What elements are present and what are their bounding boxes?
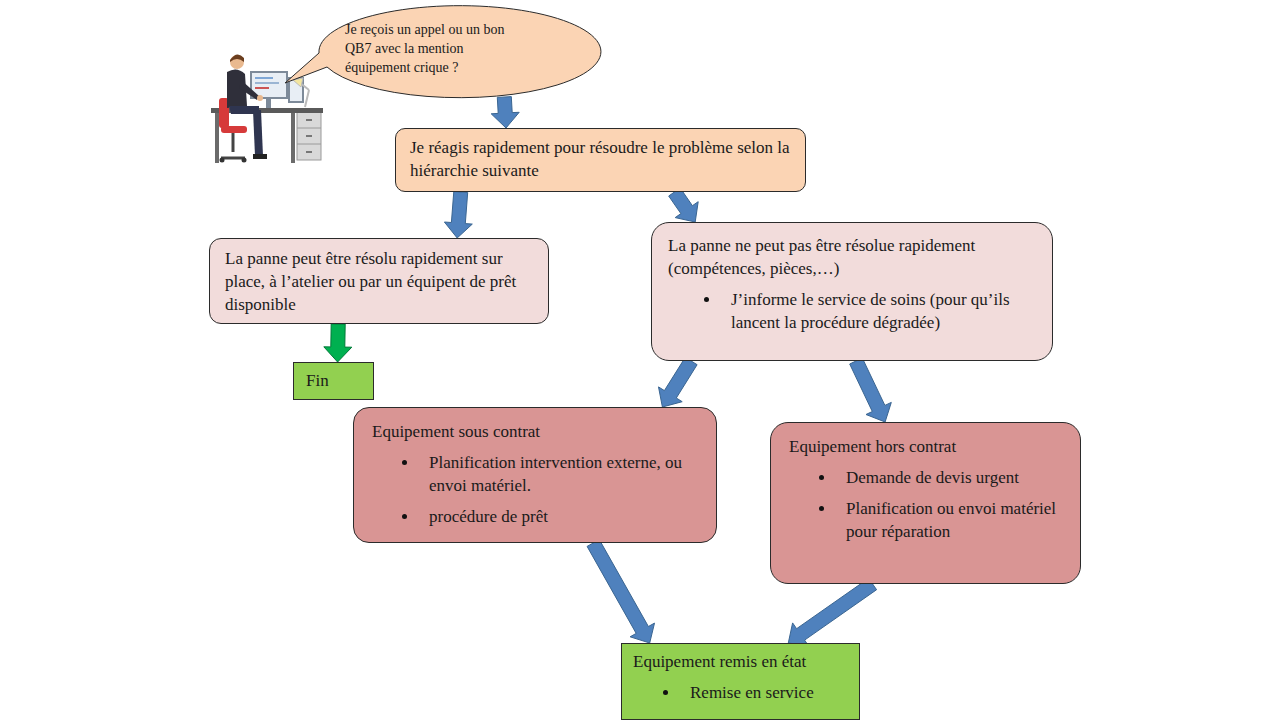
process-box: La panne peut être résolu rapidement sur… (209, 238, 549, 324)
process-box: La panne ne peut pas être résolue rapide… (651, 222, 1053, 361)
arrow-shape (324, 324, 352, 362)
bullet-text: Planification ou envoi matériel pour rép… (846, 498, 1068, 544)
block-arrow (324, 324, 352, 362)
node-content: La panne ne peut pas être résolue rapide… (668, 235, 1040, 335)
bullet-dot (402, 514, 407, 519)
arrow-shape (659, 357, 698, 407)
arrow-shape (850, 358, 892, 422)
bullet-row: Demande de devis urgent (789, 467, 1068, 490)
arrow-shape (669, 188, 699, 222)
bullet-row: procédure de prêt (372, 506, 704, 529)
bullet-row: Remise en service (633, 682, 849, 705)
bullet-text: Planification intervention externe, ou e… (429, 452, 704, 498)
bullet-text: Remise en service (690, 682, 849, 705)
node-heading: Equipement hors contrat (789, 436, 1068, 459)
terminal-box: Equipement remis en étatRemise en servic… (621, 643, 860, 720)
block-arrow (659, 357, 698, 407)
node-heading: La panne ne peut pas être résolue rapide… (668, 235, 1040, 281)
process-box: Equipement sous contratPlanification int… (353, 407, 717, 543)
bullet-text: J’informe le service de soins (pour qu’i… (731, 289, 1040, 335)
bullet-dot (402, 460, 407, 465)
bullet-text: Demande de devis urgent (846, 467, 1068, 490)
bullet-dot (663, 690, 668, 695)
node-heading: Je reçois un appel ou un bon QB7 avec la… (345, 21, 529, 78)
arrow-shape (788, 578, 876, 646)
bullet-text: procédure de prêt (429, 506, 704, 529)
node-content: Fin (306, 370, 365, 393)
process-box: Equipement hors contratDemande de devis … (770, 422, 1081, 584)
node-content: La panne peut être résolu rapidement sur… (225, 248, 536, 317)
bullet-row: Planification intervention externe, ou e… (372, 452, 704, 498)
node-heading: La panne peut être résolu rapidement sur… (225, 248, 536, 317)
arrow-shape (587, 540, 654, 643)
node-content: Equipement hors contratDemande de devis … (789, 436, 1068, 544)
block-arrow (788, 578, 876, 646)
block-arrow (669, 188, 699, 222)
arrow-shape (444, 192, 472, 239)
node-content: Equipement sous contratPlanification int… (372, 421, 704, 529)
node-heading: Equipement remis en état (633, 651, 849, 674)
bullet-row: J’informe le service de soins (pour qu’i… (668, 289, 1040, 335)
block-arrow (850, 358, 892, 422)
bullet-row: Planification ou envoi matériel pour rép… (789, 498, 1068, 544)
block-arrow (444, 192, 472, 239)
node-content: Je reçois un appel ou un bon QB7 avec la… (345, 21, 529, 78)
bullet-dot (819, 475, 824, 480)
bullet-dot (704, 297, 709, 302)
process-box: Je réagis rapidement pour résoudre le pr… (395, 128, 806, 192)
block-arrow (491, 97, 519, 128)
node-content: Je réagis rapidement pour résoudre le pr… (410, 137, 793, 183)
terminal-box: Fin (293, 362, 374, 400)
node-content: Equipement remis en étatRemise en servic… (633, 651, 849, 705)
bullet-dot (819, 506, 824, 511)
node-heading: Fin (306, 370, 365, 393)
arrow-shape (491, 97, 519, 128)
node-heading: Je réagis rapidement pour résoudre le pr… (410, 137, 793, 183)
block-arrow (587, 540, 654, 643)
node-heading: Equipement sous contrat (372, 421, 704, 444)
speech-bubble: Je reçois un appel ou un bon QB7 avec la… (297, 5, 581, 98)
